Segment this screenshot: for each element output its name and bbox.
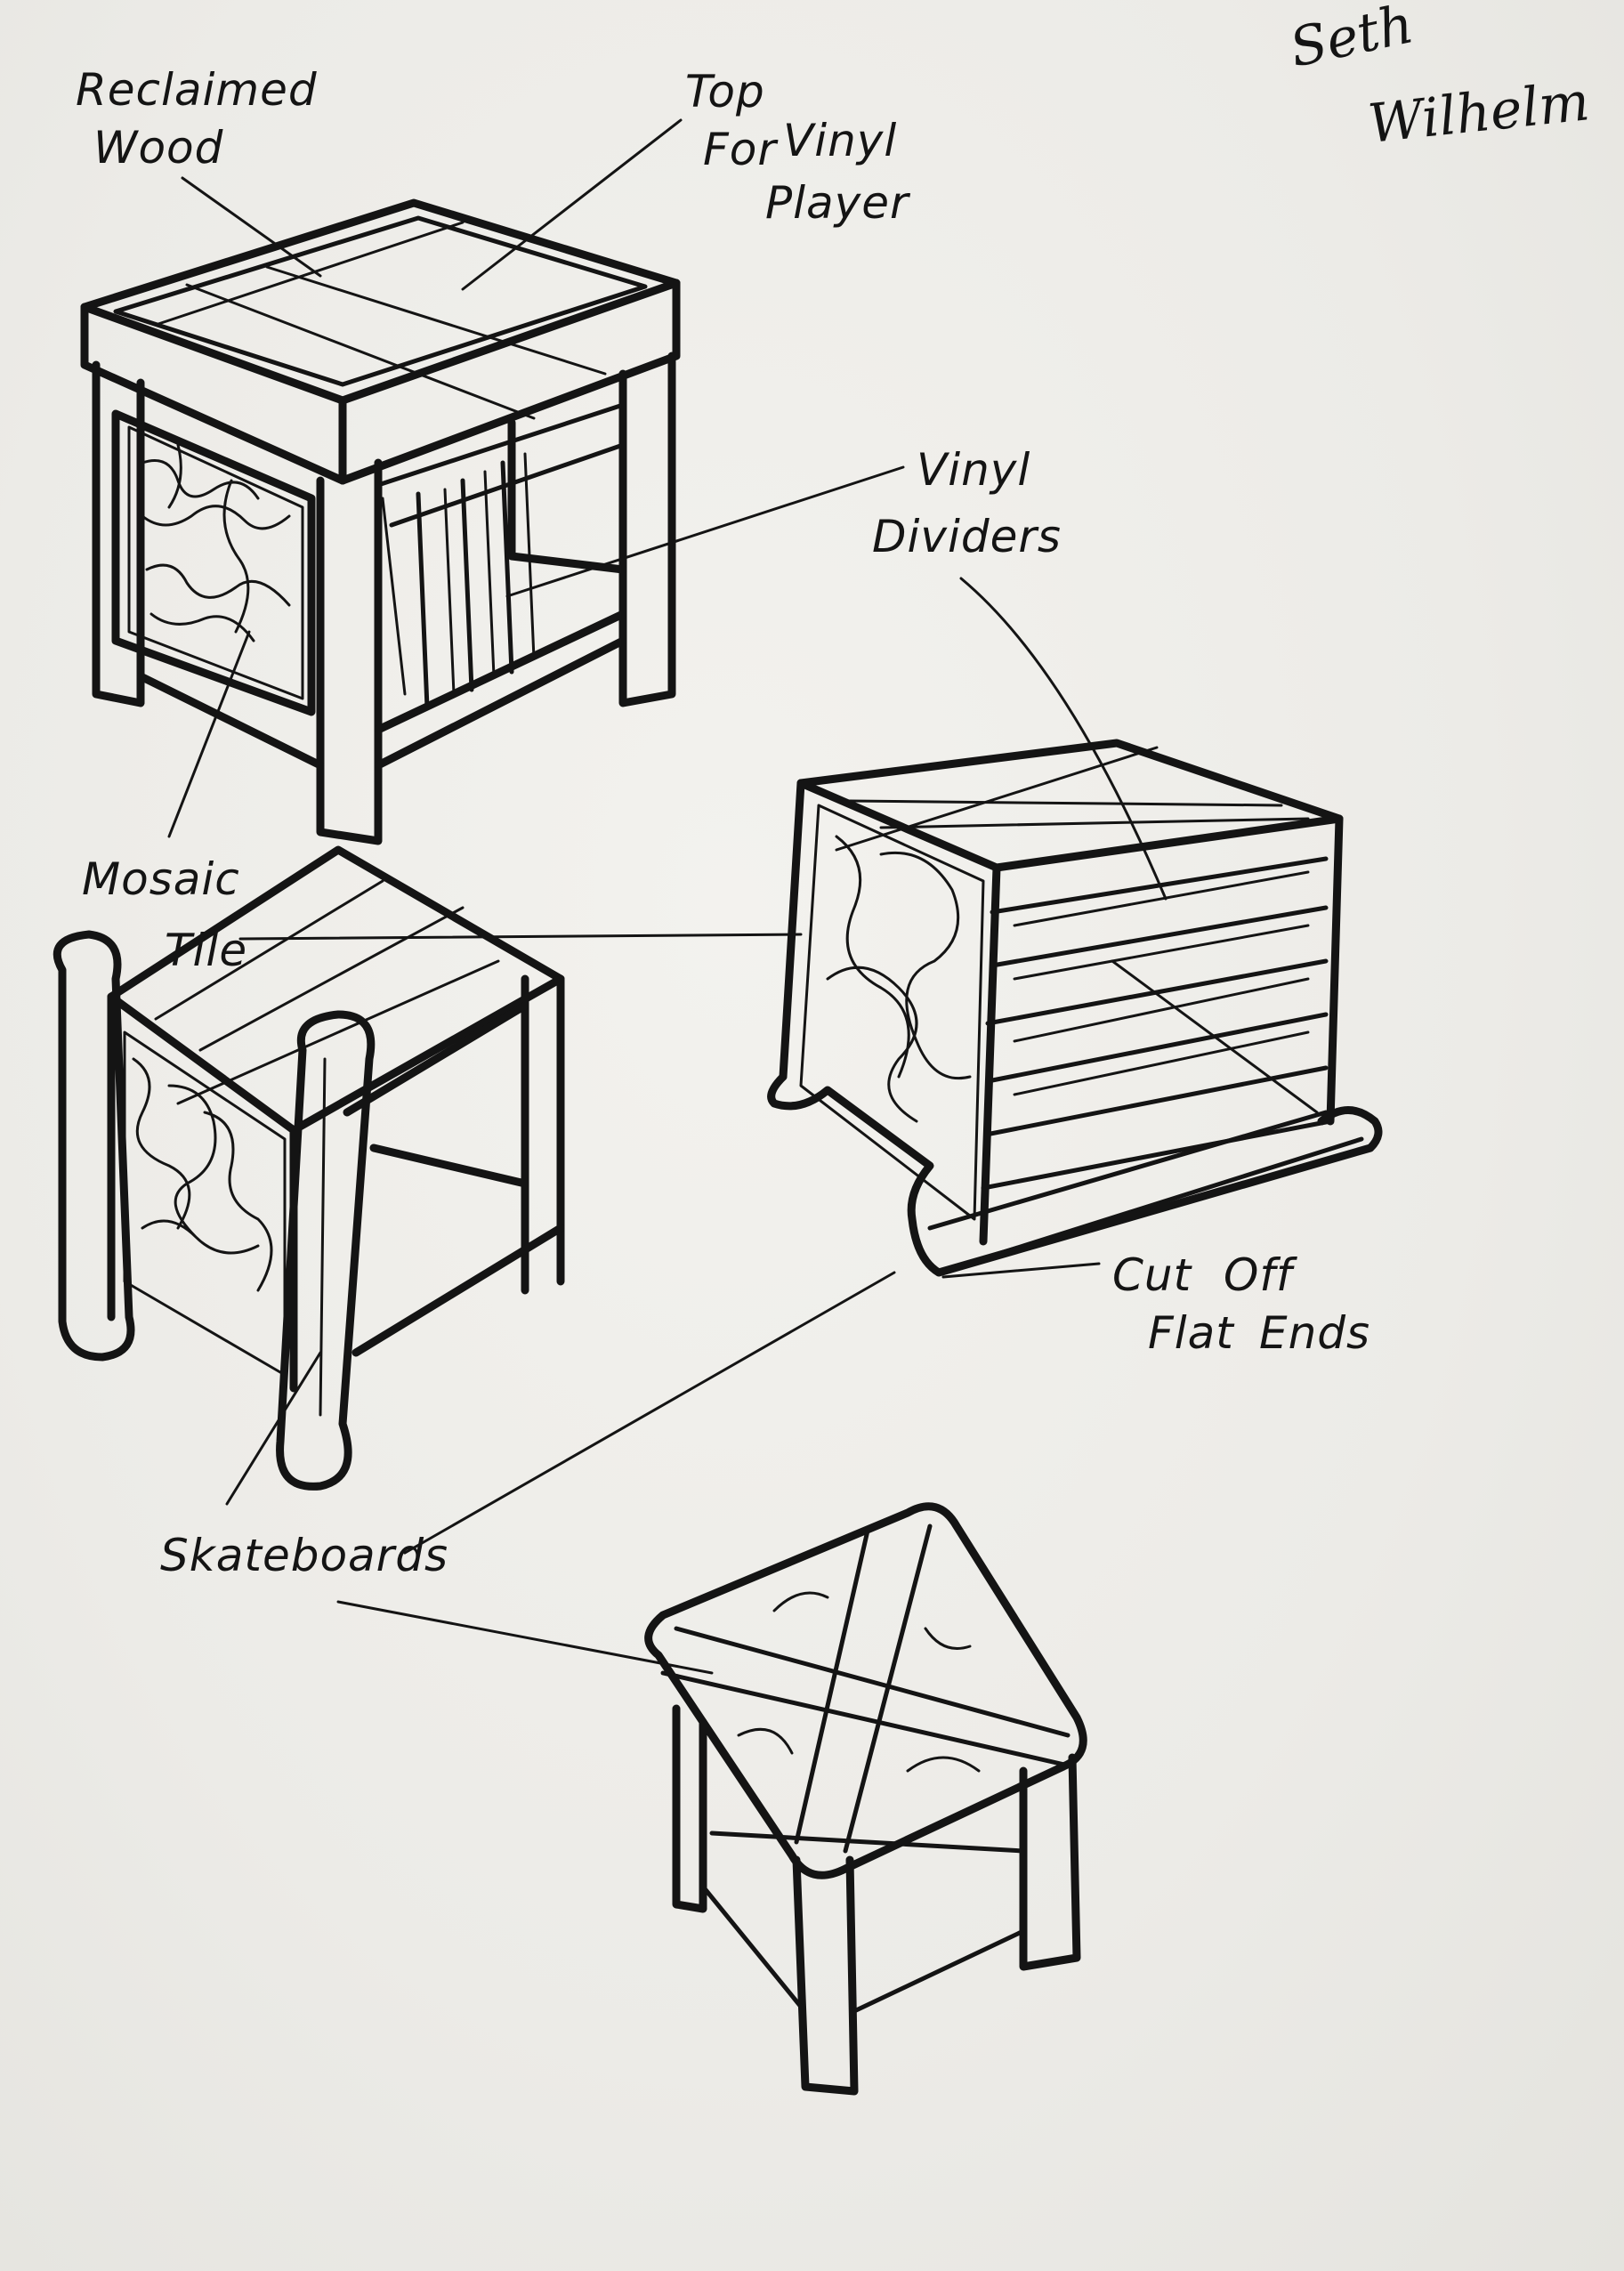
label-wood: Wood [93, 122, 223, 174]
signature-last-name: Wilhelm [1365, 70, 1592, 156]
label-for: For [703, 124, 779, 175]
annotation-leader-lines [167, 118, 1168, 1675]
labels: Reclaimed Wood Top For Vinyl Player Viny… [76, 64, 1370, 1581]
label-off: Off [1224, 1249, 1297, 1301]
label-dividers: Dividers [872, 511, 1062, 562]
leader-skateboards-table4 [336, 1600, 714, 1675]
label-player: Player [765, 177, 911, 229]
table-crossed-skateboards [644, 1502, 1087, 2096]
leader-vinyl-dividers-table2 [959, 577, 1168, 901]
table-skateboard-sides [53, 845, 565, 1491]
label-mosaic: Mosaic [82, 853, 240, 905]
leader-skateboards-table3 [225, 1351, 322, 1506]
leader-skateboards-table2 [403, 1271, 896, 1555]
label-reclaimed: Reclaimed [76, 64, 318, 116]
label-cut: Cut [1112, 1249, 1193, 1301]
label-flat: Flat [1148, 1307, 1235, 1359]
leader-mosaic-table2 [238, 933, 803, 941]
signature-first-name: Seth [1285, 0, 1419, 80]
label-tile: Tile [165, 925, 247, 976]
label-ends: Ends [1259, 1307, 1370, 1359]
leader-reclaimed-wood [181, 176, 322, 278]
label-vinyl-2: Vinyl [917, 444, 1030, 496]
leader-cut-off-ends [941, 1262, 1101, 1279]
leader-top-vinyl-player [461, 118, 683, 291]
label-vinyl-1: Vinyl [783, 115, 897, 166]
designer-signature: Seth Wilhelm [1285, 0, 1593, 156]
label-top: Top [685, 66, 765, 117]
table-vinyl-dividers [767, 739, 1383, 1277]
table-reclaimed-wood [80, 198, 681, 845]
label-skateboards: Skateboards [160, 1530, 448, 1581]
leader-vinyl-dividers-table1 [505, 465, 905, 598]
leader-mosaic-table1 [167, 630, 251, 838]
